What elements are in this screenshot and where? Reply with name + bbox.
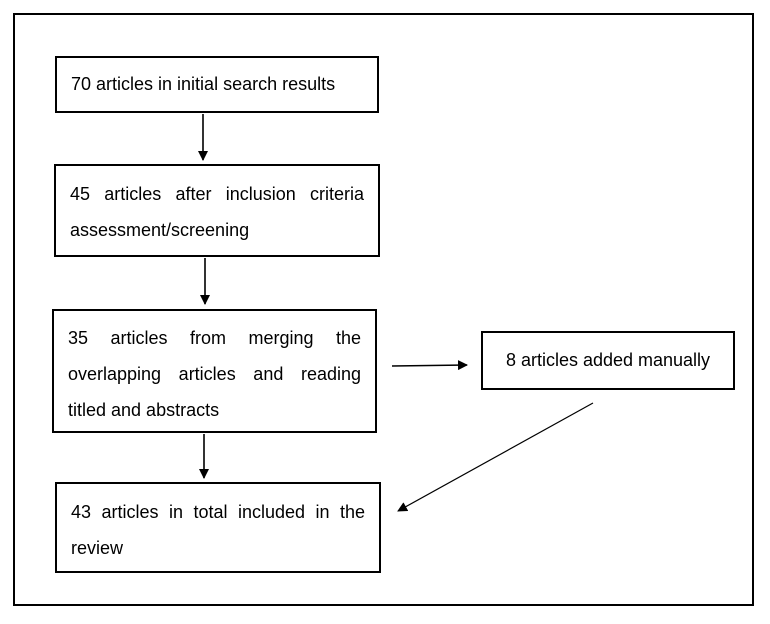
node-added-manually: 8 articles added manually xyxy=(481,331,735,390)
node-total-included-label: 43 articles in total included in the rev… xyxy=(71,502,365,558)
node-initial-search-label: 70 articles in initial search results xyxy=(71,74,336,94)
node-screening-label: 45 articles after inclusion criteria ass… xyxy=(70,184,364,240)
node-merging: 35 articles from merging the overlapping… xyxy=(52,309,377,433)
node-added-manually-label: 8 articles added manually xyxy=(505,350,711,370)
arrow-merging-to-manual xyxy=(391,360,468,371)
diagram-frame xyxy=(13,13,754,606)
node-merging-label: 35 articles from merging the overlapping… xyxy=(68,328,361,420)
arrow-manual-to-total xyxy=(397,402,594,512)
node-initial-search: 70 articles in initial search results xyxy=(55,56,379,113)
node-total-included: 43 articles in total included in the rev… xyxy=(55,482,381,573)
node-screening: 45 articles after inclusion criteria ass… xyxy=(54,164,380,257)
